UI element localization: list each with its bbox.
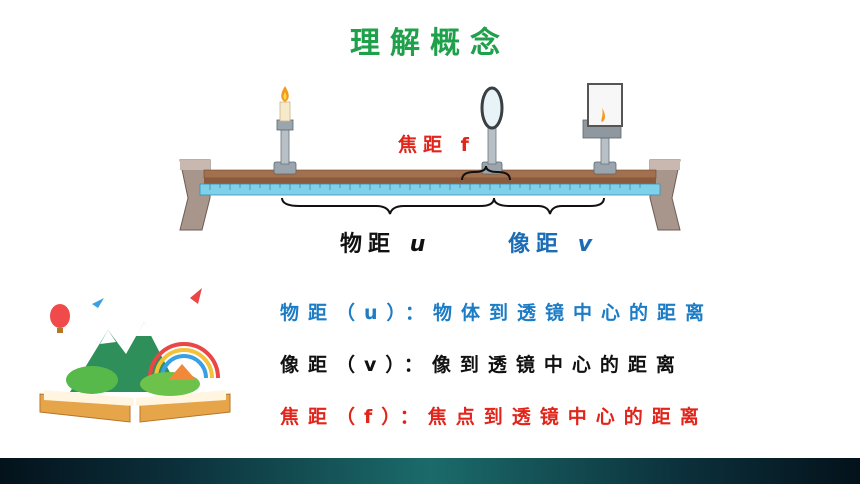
object-var: u [409,232,426,257]
definition-focal-length: 焦距（f）：焦点到透镜中心的距离 [280,406,708,428]
focal-brace [461,165,511,181]
screen-holder [582,83,623,175]
definition-object-distance: 物距（u）：物体到透镜中心的距离 [280,302,714,324]
light-screen [587,83,623,127]
object-distance-label: 物距 u [340,232,426,257]
image-var: v [577,232,593,257]
convex-lens-holder [480,86,504,175]
page-title: 理解概念 [350,26,510,61]
image-distance-brace [493,197,605,215]
bench-rail-top [203,169,657,179]
image-distance-label: 像距 v [508,232,593,257]
focal-length-label: 焦距 f [398,134,475,156]
lens [480,86,504,130]
storybook-illustration [39,288,231,423]
bench-rail-back [204,178,656,184]
footer-band [0,458,860,484]
object-distance-brace [281,197,495,215]
focal-var: f [460,134,475,156]
optical-bench-illustration [179,83,681,231]
definitions-list: 物距（u）：物体到透镜中心的距离 像距（v）：像到透镜中心的距离 焦距（f）：焦… [280,298,713,454]
definition-image-distance: 像距（v）：像到透镜中心的距离 [280,354,684,376]
candle-holder [273,86,297,175]
